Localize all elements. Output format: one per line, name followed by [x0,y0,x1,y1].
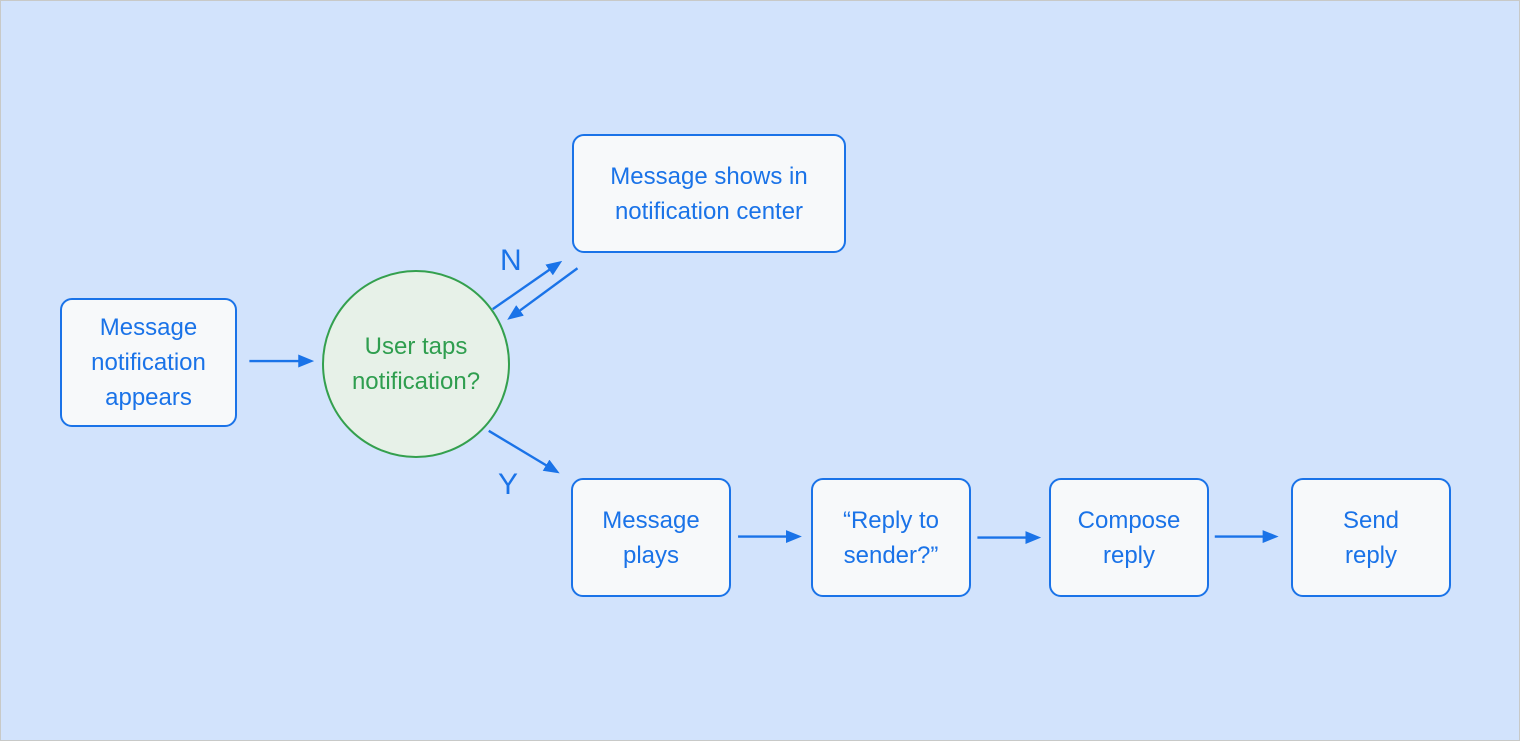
node-label: Message shows in notification center [610,162,808,225]
edge-label-no: N [500,244,522,277]
node-message-shows-in-notification-center[interactable]: Message shows in notification center [572,134,846,253]
edge-notification-center-to-decision [507,267,579,320]
edge-label-yes: Y [498,468,519,501]
node-label: Message plays [602,506,700,569]
node-label: Message notification appears [91,314,206,411]
node-message-plays[interactable]: Message plays [571,478,731,597]
node-compose-reply[interactable]: Compose reply [1049,478,1209,597]
node-send-reply[interactable]: Send reply [1291,478,1451,597]
node-message-notification-appears[interactable]: Message notification appears [60,298,237,427]
node-user-taps-notification[interactable]: User taps notification? [322,270,510,458]
node-label: Compose reply [1077,506,1181,569]
node-label: User taps notification? [351,333,481,395]
node-label: Send reply [1342,506,1400,569]
node-reply-to-sender[interactable]: “Reply to sender?” [811,478,971,597]
node-label: “Reply to sender?” [842,506,940,569]
edge-decision-to-message-plays [488,429,560,474]
